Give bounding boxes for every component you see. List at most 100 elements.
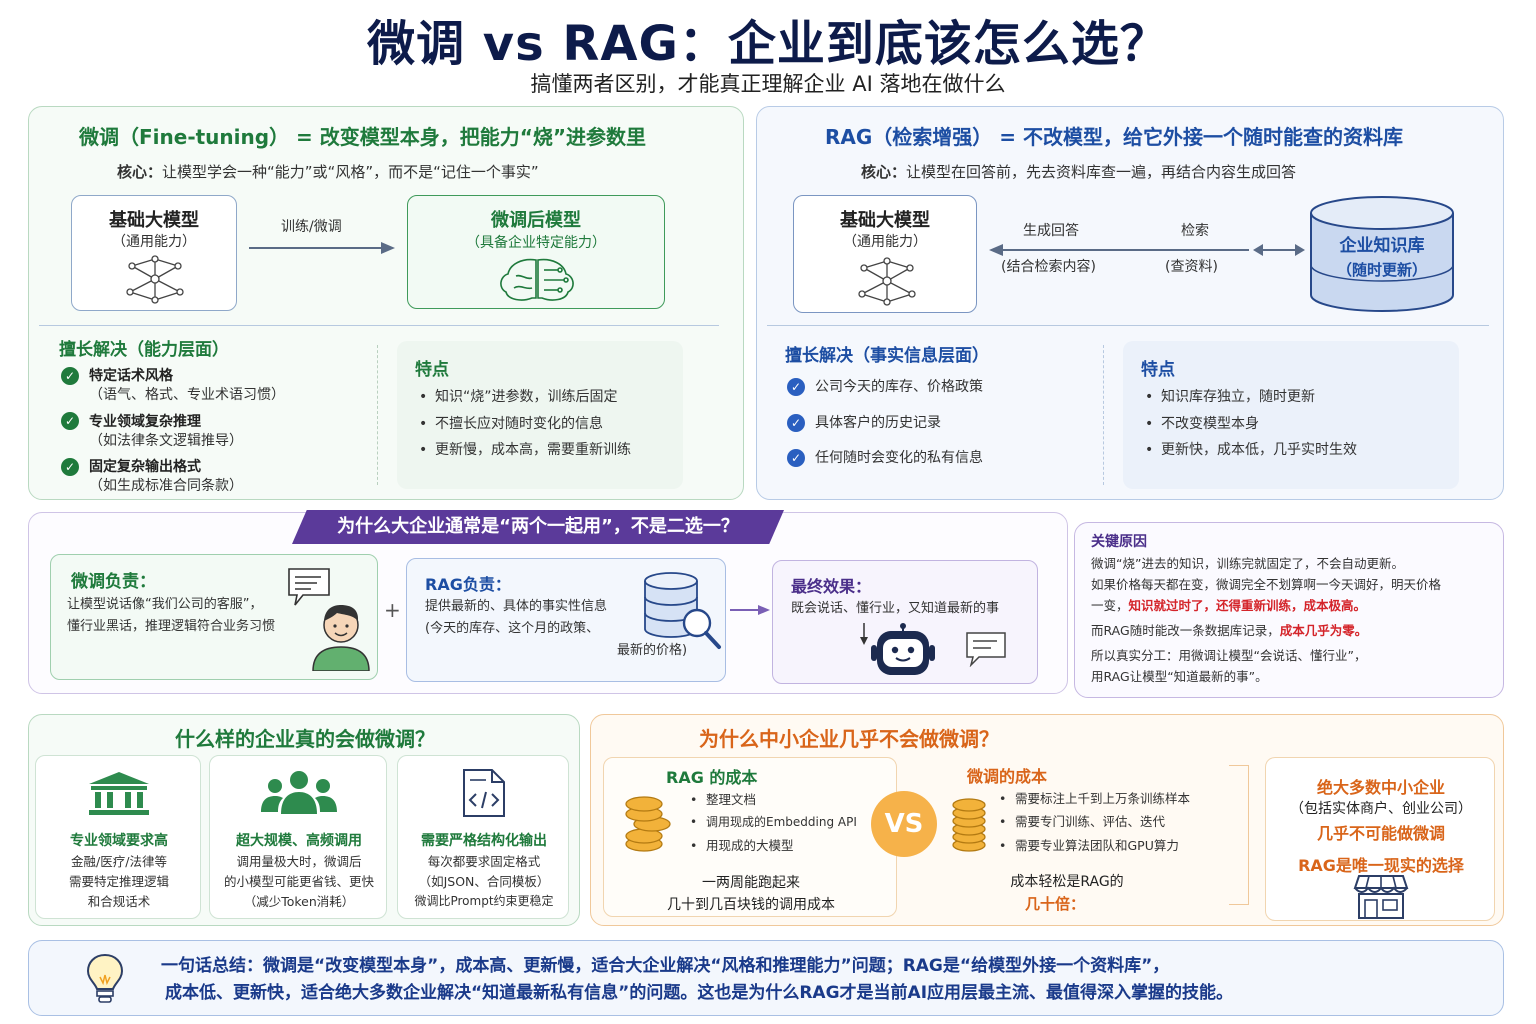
speech-bubble-icon: [288, 568, 330, 606]
who-ft-card-title: 专业领域要求高: [70, 833, 168, 849]
vs-text: VS: [884, 809, 924, 839]
finetune-features-list: 知识“烧”进参数，训练后固定 不擅长应对随时变化的信息 更新慢，成本高，需要重新…: [419, 387, 679, 462]
page-subtitle: 搞懂两者区别，才能真正理解企业 AI 落地在做什么: [530, 72, 1006, 96]
finetune-features-card: 特点 知识“烧”进参数，训练后固定 不擅长应对随时变化的信息 更新慢，成本高，需…: [397, 341, 683, 489]
rag-good-at-list: ✓公司今天的库存、价格政策 ✓具体客户的历史记录 ✓任何随时会变化的私有信息: [787, 377, 1087, 470]
check-icon: ✓: [787, 378, 805, 396]
finetune-heading: 微调（Fine-tuning） = 改变模型本身，把能力“烧”进参数里: [79, 125, 647, 149]
rag-gen-sub: (结合检索内容): [1001, 259, 1096, 275]
database-icon: [1310, 196, 1454, 312]
finetune-feature-item: 知识“烧”进参数，训练后固定: [419, 387, 679, 409]
sme-conclusion-card: 绝大多数中小企业 （包括实体商户、创业公司） 几乎不可能做微调 RAG是唯一现实…: [1265, 757, 1495, 921]
key-reason-text: 一变，: [1091, 598, 1129, 613]
sme-ft-cost-sum-1: 成本轻松是RAG的: [1010, 874, 1124, 890]
why-result-text: 既会说话、懂行业，又知道最新的事: [791, 601, 1000, 616]
key-reason-line: 用RAG让模型“知道最新的事”。: [1091, 669, 1268, 684]
finetune-tuned-model-sub: （具备企业特定能力）: [466, 235, 606, 251]
who-ft-card-line: 金融/医疗/法律等: [71, 854, 167, 869]
database-search-icon: [644, 572, 721, 649]
why-rag-text-1: 提供最新的、具体的事实性信息: [425, 599, 608, 614]
why-rag-title: RAG负责：: [425, 575, 511, 594]
who-ft-card-title: 超大规模、高频调用: [236, 833, 362, 849]
rag-heading: RAG（检索增强） = 不改模型，给它外接一个随时能查的资料库: [825, 125, 1403, 149]
rag-core: 核心：让模型在回答前，先去资料库查一遍，再结合内容生成回答: [861, 161, 1296, 184]
finetune-good-at-title: 固定复杂输出格式: [89, 459, 201, 476]
check-icon: ✓: [61, 412, 79, 431]
lightbulb-icon: [86, 953, 124, 1003]
why-rag-card: RAG负责： 提供最新的、具体的事实性信息 (今天的库存、这个月的政策、 最新的…: [406, 558, 726, 682]
why-ft-card: 微调负责： 让模型说话像“我们公司的客服”， 懂行业黑话，推理逻辑符合业务习惯: [50, 554, 378, 680]
institution-icon: [89, 772, 149, 815]
double-arrow-icon: [1253, 244, 1305, 256]
why-both-banner: 为什么大企业通常是“两个一起用”，不是二选一？: [292, 510, 784, 544]
rag-retrieve-label: 检索: [1181, 223, 1209, 239]
finetune-good-at-sub: （如生成标准合同条款）: [89, 478, 243, 495]
who-ft-card-title: 需要严格结构化输出: [421, 833, 547, 849]
rag-feature-item: 知识库存独立，随时更新: [1145, 387, 1445, 409]
rag-features-list: 知识库存独立，随时更新 不改变模型本身 更新快，成本低，几乎实时生效: [1145, 387, 1445, 462]
check-icon: ✓: [61, 366, 79, 385]
code-file-icon: [463, 769, 505, 817]
rag-core-text: 让模型在回答前，先去资料库查一遍，再结合内容生成回答: [906, 163, 1297, 181]
key-reason-title: 关键原因: [1091, 534, 1147, 550]
finetune-feature-item: 不擅长应对随时变化的信息: [419, 414, 679, 436]
finetune-core: 核心：让模型学会一种“能力”或“风格”，而不是“记住一个事实”: [117, 161, 539, 184]
sme-rag-cost-item: 整理文档: [690, 790, 890, 810]
rag-kb-title: 企业知识库: [1339, 236, 1425, 256]
check-icon: ✓: [61, 457, 79, 476]
sme-conclusion-4: RAG是唯一现实的选择: [1298, 856, 1464, 875]
sme-conclusion-2: （包括实体商户、创业公司）: [1290, 801, 1472, 817]
why-ft-text-1: 让模型说话像“我们公司的客服”，: [67, 597, 263, 612]
arrow-left-icon: [989, 244, 1249, 256]
sme-ft-cost-title: 微调的成本: [967, 767, 1048, 786]
sme-rag-cost-sum-2: 几十到几百块钱的调用成本: [667, 897, 835, 913]
summary-text: 一句话总结：微调是“改变模型本身”，成本高、更新慢，适合大企业解决“风格和推理能…: [161, 953, 1491, 1007]
key-reason-line: 如果价格每天都在变，微调完全不划算啊一今天调好，明天价格: [1091, 577, 1442, 592]
rag-good-at-text: 任何随时会变化的私有信息: [815, 450, 983, 467]
finetune-tuned-model-card: 微调后模型 （具备企业特定能力）: [407, 195, 665, 309]
key-reason-line: 微调“烧”进去的知识，训练完就固定了，不会自动更新。: [1091, 556, 1404, 571]
finetune-divider: [39, 325, 719, 326]
sme-rag-cost-sum-1: 一两周能跑起来: [702, 875, 800, 891]
who-ft-card-line: （如JSON、合同模板）: [418, 874, 550, 889]
sme-rag-cost-item: 用现成的大模型: [690, 836, 890, 856]
summary-line-1-text: 微调是“改变模型本身”，成本高、更新慢，适合大企业解决“风格和推理能力”问题；R…: [263, 956, 1170, 976]
finetune-good-at-sub: （如法律条文逻辑推导）: [89, 432, 243, 449]
coins-icon: [952, 798, 986, 852]
rag-base-model-title: 基础大模型: [840, 210, 930, 231]
finetune-good-at-title: 专业领域复杂推理: [89, 413, 201, 430]
sme-panel: 为什么中小企业几乎不会做微调？ RAG 的成本 整理文档 调用现成的Embedd…: [590, 714, 1504, 926]
rag-features-card: 特点 知识库存独立，随时更新 不改变模型本身 更新快，成本低，几乎实时生效: [1123, 341, 1459, 489]
sme-rag-cost-item: 调用现成的Embedding API: [690, 813, 890, 832]
finetune-good-at-item: ✓特定话术风格 （语气、格式、专业术语习惯）: [61, 365, 381, 407]
brain-circuit-icon: [500, 258, 574, 301]
finetune-base-model-sub: （通用能力）: [112, 234, 196, 250]
who-ft-card-line: 微调比Prompt约束更稳定: [414, 894, 554, 908]
key-reason-line: 一变，知识就过时了，还得重新训练，成本极高。: [1091, 595, 1497, 616]
who-ft-card-line: （减少Token消耗）: [243, 894, 355, 909]
rag-gen-label: 生成回答: [1023, 223, 1079, 239]
why-rag-text-2: (今天的库存、这个月的政策、: [425, 621, 600, 636]
why-ft-text-2: 懂行业黑话，推理逻辑符合业务习惯: [67, 619, 276, 634]
arrow-right-icon: [249, 242, 395, 254]
why-rag-text-3: 最新的价格): [617, 643, 688, 658]
finetune-tuned-model-title: 微调后模型: [491, 210, 581, 231]
rag-good-at-text: 公司今天的库存、价格政策: [815, 379, 983, 395]
finetune-good-at-item: ✓ 专业领域复杂推理 （如法律条文逻辑推导）: [61, 411, 381, 453]
rag-retrieve-sub: (查资料): [1165, 259, 1218, 275]
rag-kb-sub: （随时更新）: [1336, 261, 1427, 279]
rag-features-heading: 特点: [1141, 360, 1175, 380]
sme-heading: 为什么中小企业几乎不会做微调？: [699, 727, 999, 751]
robot-icon: [871, 623, 935, 675]
finetune-arrow-label: 训练/微调: [281, 219, 342, 235]
finetune-good-at-heading: 擅长解决（能力层面）: [59, 340, 229, 360]
sme-rag-cost-card: RAG 的成本 整理文档 调用现成的Embedding API 用现成的大模型 …: [603, 757, 897, 917]
finetune-feature-item: 更新慢，成本高，需要重新训练: [419, 440, 679, 462]
sme-ft-cost-item: 需要专门训练、评估、迭代: [999, 812, 1235, 832]
summary-line-1: 一句话总结：微调是“改变模型本身”，成本高、更新慢，适合大企业解决“风格和推理能…: [161, 953, 1491, 980]
why-both-banner-text: 为什么大企业通常是“两个一起用”，不是二选一？: [337, 516, 739, 537]
key-reason-line: 而RAG随时能改一条数据库记录，成本几乎为零。: [1091, 620, 1497, 641]
sme-ft-cost-card: 微调的成本 需要标注上千到上万条训练样本 需要专门训练、评估、迭代 需要专业算法…: [935, 757, 1231, 917]
sme-ft-cost-item: 需要专业算法团队和GPU算力: [999, 836, 1235, 856]
rag-vertical-divider: [1103, 345, 1104, 485]
